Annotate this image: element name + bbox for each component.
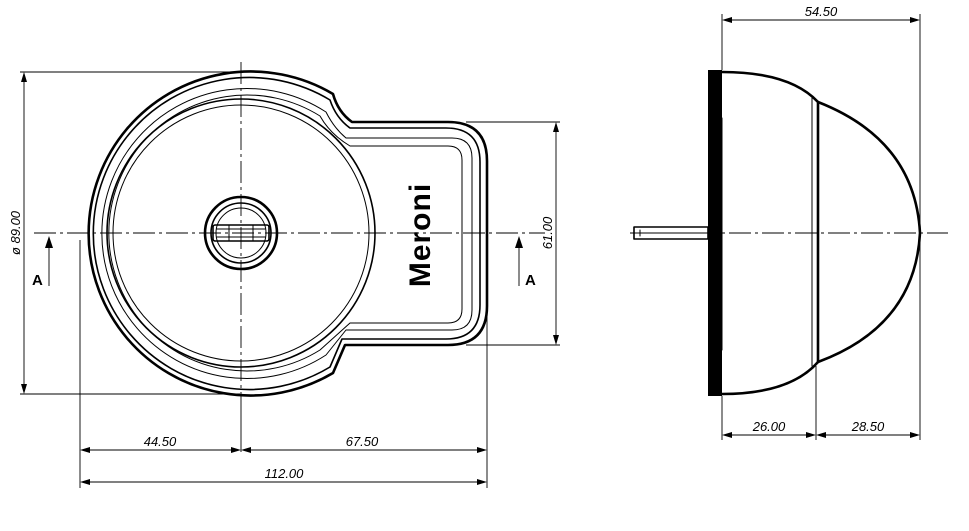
dim-depth-dome-label: 28.50 <box>851 419 885 434</box>
dim-depth-total: 54.50 <box>721 4 921 228</box>
dim-width-right-label: 67.50 <box>346 434 379 449</box>
dim-width-total-label: 112.00 <box>265 466 305 481</box>
dim-width-left-label: 44.50 <box>144 434 177 449</box>
svg-text:A: A <box>32 272 43 289</box>
front-outer-outline <box>87 70 489 397</box>
brand-logo-text: Meroni <box>404 183 437 287</box>
side-base-outline <box>720 70 820 396</box>
dim-depth-parts: 26.00 28.50 <box>721 240 921 440</box>
dim-diameter-label: ø 89.00 <box>8 210 23 255</box>
dim-widths: 44.50 67.50 112.00 <box>79 240 488 488</box>
side-dome-outline <box>816 100 922 364</box>
dim-diameter: ø 89.00 <box>8 71 240 395</box>
dim-depth-base-label: 26.00 <box>752 419 786 434</box>
front-view: Meroni A A ø 89.00 <box>8 62 560 488</box>
brand-logo: Meroni <box>404 183 437 287</box>
section-marker-right: A <box>515 236 536 289</box>
side-view: 54.50 26.00 28.50 <box>630 4 948 440</box>
front-inner-rim-2 <box>108 94 463 372</box>
svg-text:A: A <box>525 272 536 289</box>
section-marker-left: A <box>32 236 53 289</box>
dim-plate-height-label: 61.00 <box>540 216 555 249</box>
front-inner-rim <box>101 88 473 379</box>
front-outer-outline-2 <box>92 76 481 391</box>
dim-depth-total-label: 54.50 <box>805 4 838 19</box>
dim-plate-height: 61.00 <box>466 121 560 346</box>
